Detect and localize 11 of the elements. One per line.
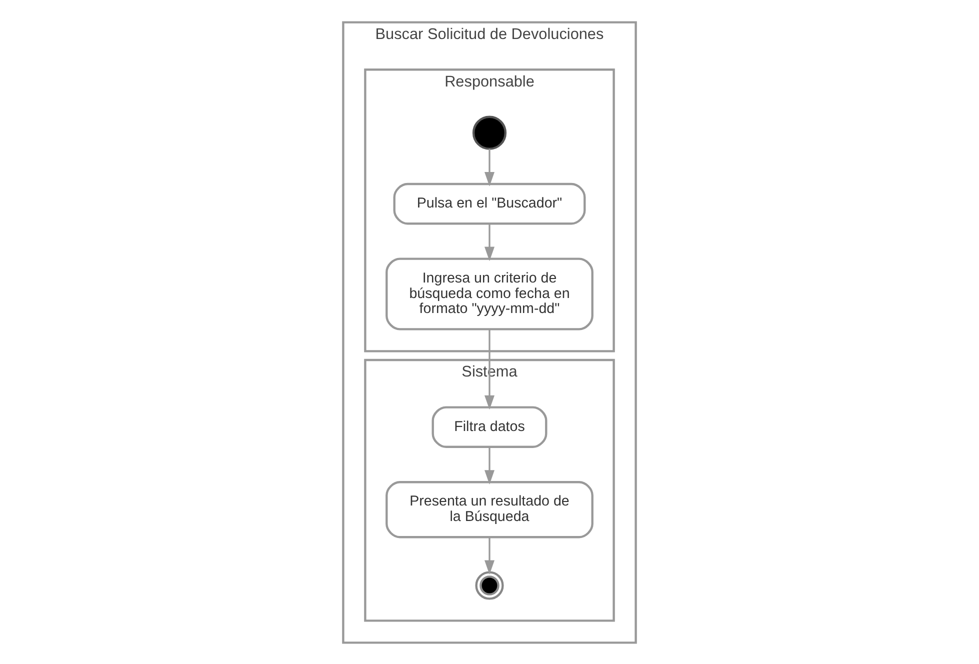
arrow (484, 224, 495, 261)
arrow (484, 329, 495, 410)
arrow (484, 148, 495, 186)
node-box: Ingresa un criterio de búsqueda como fecha en formato "yyyy-mm-dd" (386, 257, 594, 330)
arrow (484, 446, 495, 484)
node-circle (472, 115, 507, 150)
node-box: Filtra datos (432, 406, 548, 448)
node-bullseye (475, 570, 504, 600)
arrow (484, 536, 495, 574)
node-box: Pulsa en el "Buscador" (393, 182, 586, 224)
node-box: Presenta un resultado de la Búsqueda (386, 480, 594, 538)
